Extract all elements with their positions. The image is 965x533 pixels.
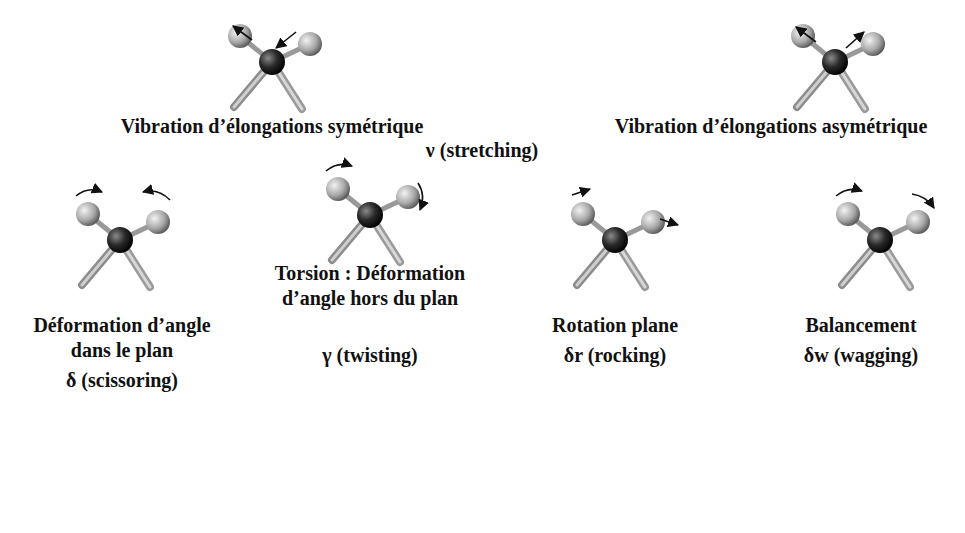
motion-arrow xyxy=(912,194,934,208)
motion-arrow xyxy=(846,32,864,48)
motion-arrow xyxy=(836,189,862,196)
mode-symbol: δw (wagging) xyxy=(761,343,961,368)
motion-arrow xyxy=(418,183,423,210)
mode-symbol: δ (scissoring) xyxy=(22,368,222,393)
molecule-rocking xyxy=(571,189,678,287)
motion-arrow xyxy=(572,189,590,195)
mode-name: Balancement xyxy=(761,313,961,338)
mode-symbol: γ (twisting) xyxy=(270,343,470,368)
motion-arrow xyxy=(233,26,252,40)
mode-symbol: ν (stretching) xyxy=(372,138,592,163)
molecule-scissoring xyxy=(76,190,170,287)
motion-arrow xyxy=(276,32,296,48)
mode-name: Rotation plane xyxy=(515,313,715,338)
motion-arrow xyxy=(143,191,170,200)
mode-symbol: δr (rocking) xyxy=(515,343,715,368)
molecule-asymmetric-stretch xyxy=(791,24,885,109)
motion-arrow xyxy=(326,164,352,171)
mode-name: Déformation d’angle dans le plan xyxy=(17,313,227,363)
motion-arrow xyxy=(796,27,816,42)
mode-name: Vibration d’élongations symétrique xyxy=(82,114,462,139)
motion-arrow xyxy=(76,190,102,196)
mode-name: Vibration d’élongations asymétrique xyxy=(581,114,961,139)
molecule-wagging xyxy=(836,189,934,287)
mode-name: Torsion : Déformation d’angle hors du pl… xyxy=(272,261,468,311)
molecule-twisting xyxy=(326,164,423,262)
molecule-symmetric-stretch xyxy=(228,24,322,109)
motion-arrow xyxy=(660,219,678,225)
